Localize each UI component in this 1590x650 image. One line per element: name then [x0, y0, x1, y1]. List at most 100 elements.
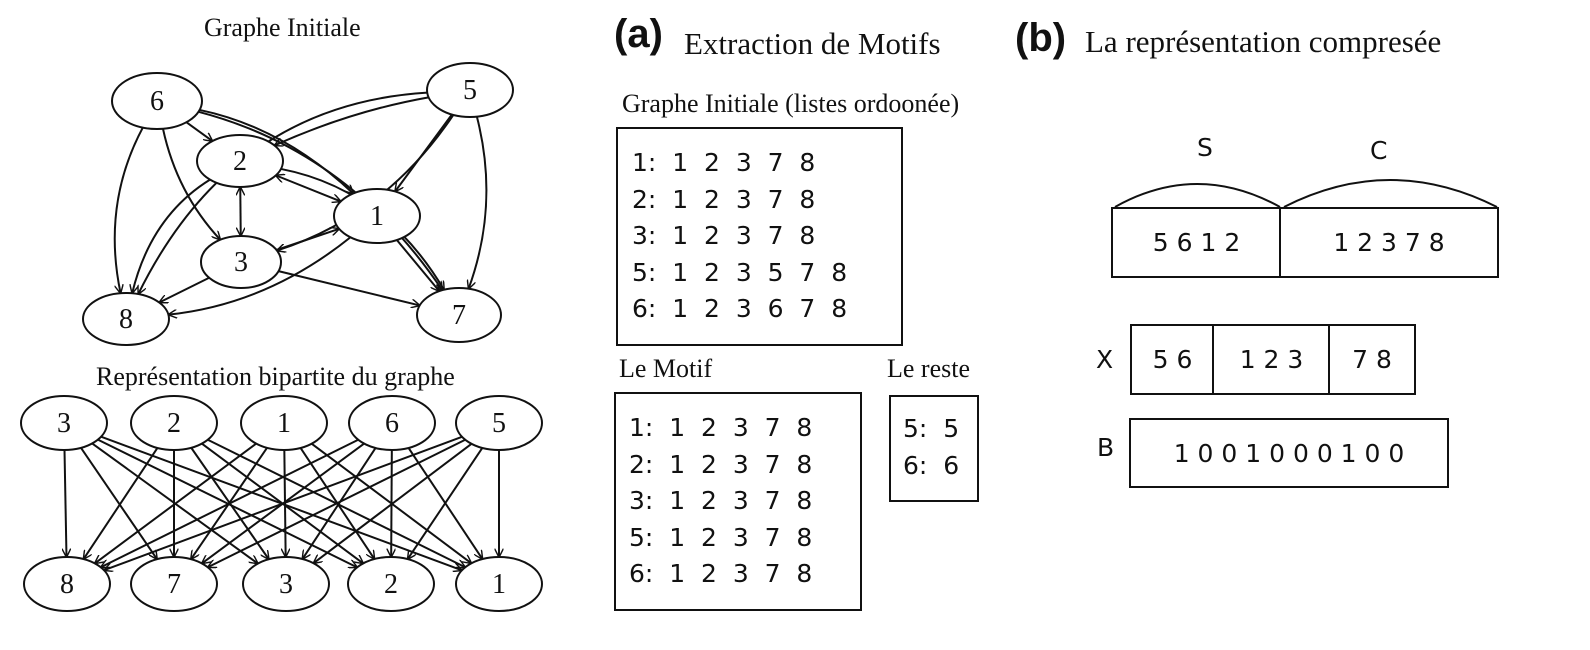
- edge-5-2: [274, 96, 429, 145]
- bip-bottom-node-1: 1: [455, 556, 543, 612]
- edge-5-7: [469, 116, 488, 289]
- bip-edge-6-8: [101, 438, 359, 568]
- edge-1-8: [168, 236, 352, 314]
- c-values: 1 2 3 7 8: [1279, 209, 1497, 276]
- list-line: 2: 1 2 3 7 8: [629, 449, 813, 479]
- edge-6-2: [185, 121, 212, 141]
- x-label: X: [1096, 345, 1114, 374]
- list-line: 5: 5: [903, 414, 960, 443]
- b-row: 1 0 0 1 0 0 0 1 0 0: [1129, 418, 1449, 488]
- initial-node-label: 8: [119, 304, 133, 335]
- edge-3-8: [159, 276, 210, 303]
- bip-bottom-node-label: 8: [60, 569, 74, 600]
- s-values: 5 6 1 2: [1152, 228, 1241, 257]
- initial-lists: 1: 1 2 3 7 8 2: 1 2 3 7 8 3: 1 2 3 7 8 5: 1…: [632, 145, 847, 328]
- initial-node-2: 2: [196, 134, 284, 188]
- initial-node-label: 2: [233, 146, 247, 177]
- c-brace: [1283, 179, 1498, 208]
- list-line: 1: 1 2 3 7 8: [632, 148, 816, 177]
- initial-node-label: 3: [234, 247, 248, 278]
- bip-bottom-node-label: 7: [167, 569, 181, 600]
- bipartite-graph-nodes: 3 2 1 6 5 8 7 3 2 1: [20, 395, 543, 612]
- edge-3-7: [278, 270, 419, 305]
- initial-node-7: 7: [416, 287, 502, 343]
- initial-lists-label: Graphe Initiale (listes ordoonée): [622, 89, 960, 118]
- edge-6-8: [113, 127, 144, 294]
- bip-bottom-node-7: 7: [130, 556, 218, 612]
- bip-edge-2-8: [84, 447, 159, 559]
- bip-bottom-node-3: 3: [242, 556, 330, 612]
- section-b-title: La représentation compresée: [1085, 24, 1442, 59]
- c-label: C: [1370, 136, 1388, 165]
- list-line: 6: 6: [903, 450, 960, 480]
- bip-top-node-label: 2: [167, 408, 181, 439]
- bip-edge-6-3: [302, 447, 377, 559]
- s-brace: [1114, 183, 1281, 208]
- edge-6-3: [162, 128, 220, 240]
- bip-edge-5-7: [208, 438, 466, 568]
- bip-top-node-label: 6: [385, 408, 399, 439]
- b-label: B: [1097, 433, 1115, 462]
- list-line: 2: 1 2 3 7 8: [632, 184, 816, 214]
- bip-top-node-label: 1: [277, 408, 291, 439]
- bip-edge-3-8: [65, 449, 67, 557]
- s-c-braces: [1114, 179, 1498, 208]
- list-line: 6: 1 2 3 6 7 8: [632, 294, 848, 323]
- list-line: 3: 1 2 3 7 8: [629, 486, 813, 515]
- sc-row: 5 6 1 2 1 2 3 7 8: [1111, 207, 1499, 278]
- initial-node-8: 8: [82, 292, 170, 346]
- bip-bottom-node-label: 1: [492, 569, 506, 600]
- bipartite-graph-edges: [65, 435, 499, 571]
- rest-box: 5: 5 6: 6: [889, 395, 979, 502]
- section-a-title: Extraction de Motifs: [684, 26, 941, 61]
- initial-node-label: 5: [463, 75, 477, 106]
- initial-node-3: 3: [200, 235, 282, 289]
- bip-top-node-3: 3: [20, 395, 108, 451]
- bip-top-node-label: 3: [57, 408, 71, 439]
- bip-bottom-node-label: 2: [384, 569, 398, 600]
- b-values: 1 0 0 1 0 0 0 1 0 0: [1173, 438, 1405, 468]
- rest-lists: 5: 5 6: 6: [903, 411, 959, 484]
- initial-node-label: 1: [370, 201, 384, 232]
- x-cell-1: 5 6: [1152, 345, 1193, 374]
- bip-edge-5-8: [104, 435, 463, 570]
- bip-edge-5-2: [408, 447, 484, 559]
- list-line: 5: 1 2 3 7 8: [629, 522, 813, 552]
- bip-top-node-2: 2: [130, 395, 218, 451]
- initial-node-6: 6: [111, 72, 203, 130]
- motif-label: Le Motif: [619, 354, 713, 383]
- bipartite-graph-title: Représentation bipartite du graphe: [96, 362, 455, 391]
- initial-lists-box: 1: 1 2 3 7 8 2: 1 2 3 7 8 3: 1 2 3 7 8 5: 1…: [616, 127, 903, 346]
- initial-node-1: 1: [333, 188, 421, 244]
- list-line: 3: 1 2 3 7 8: [632, 221, 816, 250]
- motif-box: 1: 1 2 3 7 8 2: 1 2 3 7 8 3: 1 2 3 7 8 5: 1…: [614, 392, 862, 611]
- s-label: S: [1197, 133, 1213, 162]
- x-cell-3: 7 8: [1328, 326, 1414, 393]
- initial-node-label: 7: [452, 300, 466, 331]
- bip-top-node-5: 5: [455, 395, 543, 451]
- list-line: 1: 1 2 3 7 8: [629, 413, 813, 442]
- bip-bottom-node-8: 8: [23, 556, 111, 612]
- list-line: 5: 1 2 3 5 7 8: [632, 257, 848, 287]
- bip-bottom-node-label: 3: [279, 569, 293, 600]
- initial-node-5: 5: [426, 62, 514, 118]
- bip-top-node-6: 6: [348, 395, 436, 451]
- initial-node-label: 6: [150, 86, 164, 117]
- rest-label: Le reste: [887, 354, 971, 383]
- bip-edge-5-3: [313, 442, 473, 563]
- edge-2-8: [132, 178, 211, 294]
- section-b-letter: (b): [1015, 16, 1067, 60]
- bip-top-node-label: 5: [492, 408, 506, 439]
- motif-lists: 1: 1 2 3 7 8 2: 1 2 3 7 8 3: 1 2 3 7 8 5: 1…: [629, 410, 812, 593]
- initial-graph-title: Graphe Initiale: [204, 13, 361, 42]
- edge-2-1: [276, 175, 341, 201]
- x-row: 5 6 1 2 3 7 8: [1130, 324, 1416, 395]
- x-cell-2: 1 2 3: [1212, 326, 1329, 393]
- initial-graph-nodes: 6 5 2 1 3 8 7: [82, 62, 514, 346]
- section-a-letter: (a): [614, 12, 663, 56]
- bip-edge-1-8: [95, 442, 257, 564]
- edge-1-7: [396, 239, 439, 291]
- bip-edge-3-7: [80, 447, 157, 559]
- edge-3-1: [276, 229, 339, 251]
